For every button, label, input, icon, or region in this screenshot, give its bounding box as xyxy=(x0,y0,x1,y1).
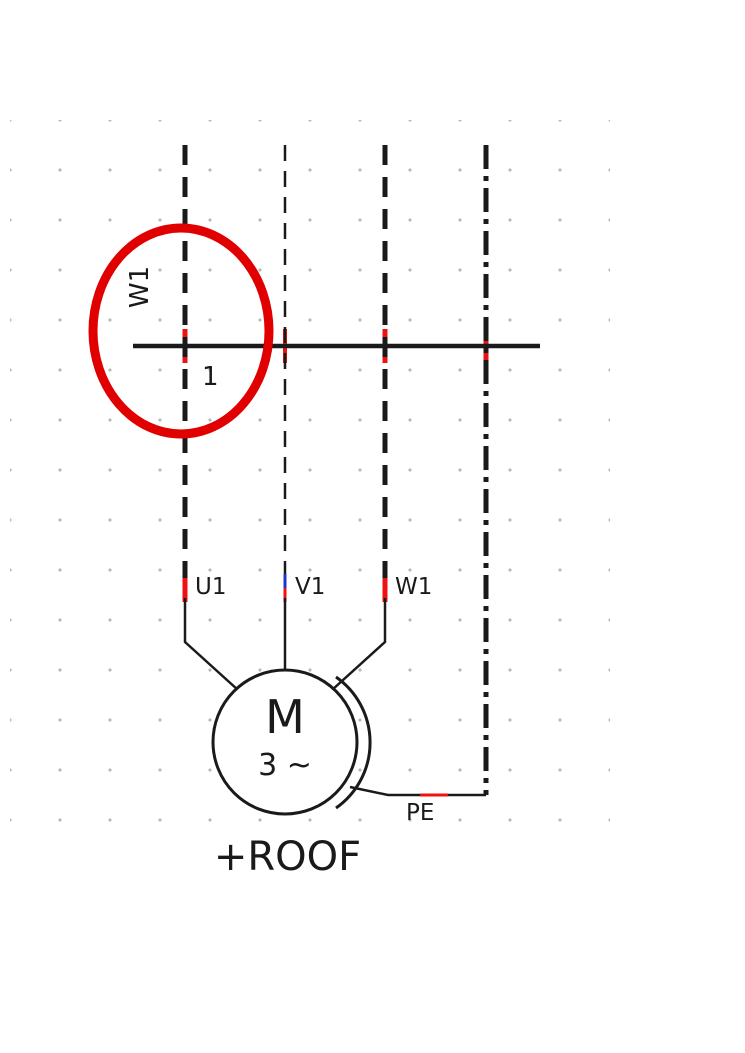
cable-label-w1: W1 xyxy=(125,265,155,309)
motor-terminal-label-v1: V1 xyxy=(295,574,326,600)
pe-connection-line xyxy=(349,785,486,797)
highlight-ellipse xyxy=(88,223,274,439)
motor-lead-u1 xyxy=(183,598,239,691)
motor-circle xyxy=(211,668,359,816)
motor-terminal-label-u1: U1 xyxy=(195,574,227,600)
motor-phase-label: 3 ~ xyxy=(258,748,312,783)
motor-terminal-label-w1: W1 xyxy=(395,574,433,600)
location-label: +ROOF xyxy=(213,834,362,880)
pe-label: PE xyxy=(406,800,435,826)
terminal-number-label: 1 xyxy=(202,362,219,392)
motor-letter-label: M xyxy=(265,690,305,744)
motor-shield-arc xyxy=(335,675,372,810)
motor-lead-w1 xyxy=(331,598,387,691)
